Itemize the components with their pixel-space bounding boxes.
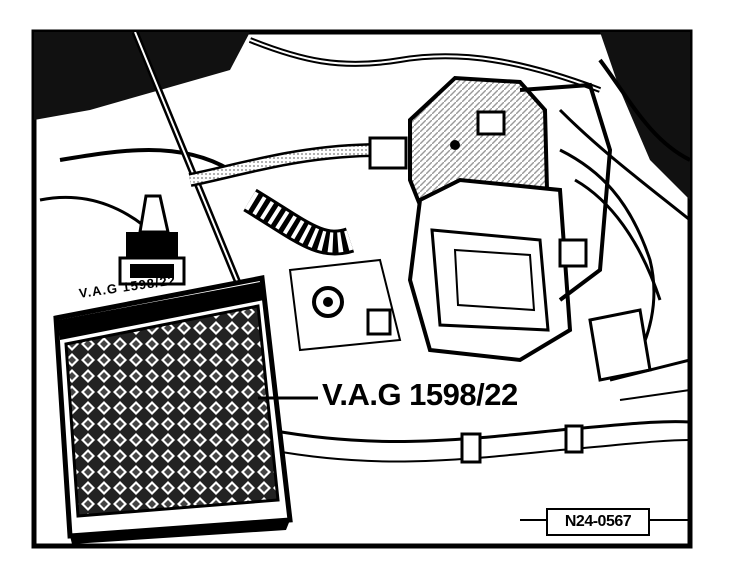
right-harness [519, 82, 613, 302]
corrugated-hose [243, 188, 355, 256]
tester-vag-1598-22 [53, 275, 293, 544]
tool-callout-label: V.A.G 1598/22 [318, 376, 522, 414]
lower-cable [269, 420, 690, 444]
background-shadow [34, 32, 250, 120]
figure-id-label: N24-0567 [546, 508, 650, 536]
relay-box [407, 177, 573, 363]
background-shadow-right [600, 32, 690, 200]
tester-probe [118, 194, 186, 286]
